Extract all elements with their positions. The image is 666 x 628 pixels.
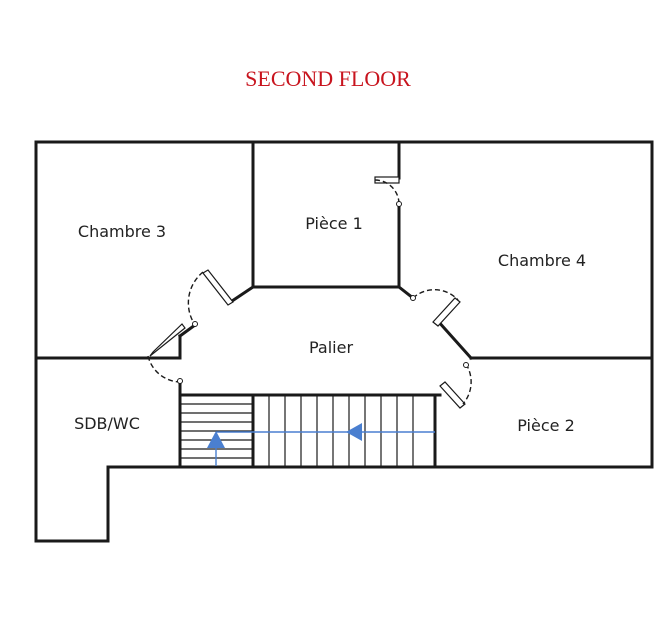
outer-walls (34, 140, 654, 543)
stair-flight-right (268, 395, 414, 467)
door-piece1 (374, 176, 402, 207)
room-label-chambre3: Chambre 3 (78, 222, 166, 241)
staircase (180, 395, 435, 467)
door-piece2 (439, 362, 472, 409)
room-label-piece2: Pièce 2 (517, 416, 575, 435)
door-chambre4 (410, 289, 461, 327)
room-labels: Chambre 3 Pièce 1 Chambre 4 Palier SDB/W… (74, 214, 586, 435)
doors (147, 176, 472, 409)
stair-direction-arrow (207, 423, 435, 466)
room-label-sdbwc: SDB/WC (74, 414, 140, 433)
room-label-piece1: Pièce 1 (305, 214, 363, 233)
room-label-chambre4: Chambre 4 (498, 251, 586, 270)
door-sdbwc (147, 323, 186, 384)
door-chambre3 (187, 269, 234, 327)
floor-title: SECOND FLOOR (245, 66, 411, 91)
room-label-palier: Palier (309, 338, 353, 357)
